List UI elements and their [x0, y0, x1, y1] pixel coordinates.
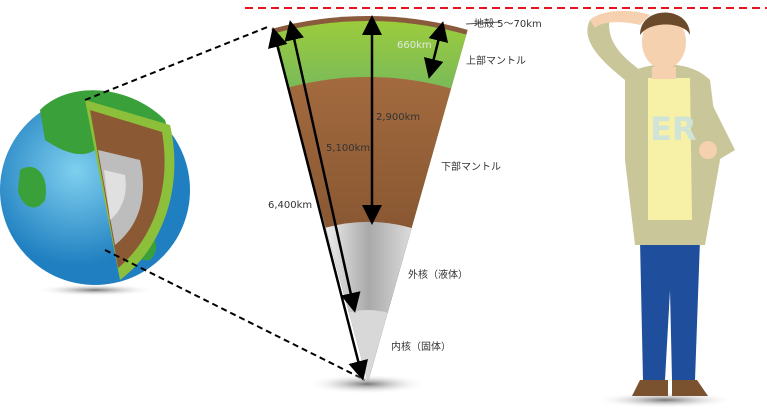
- svg-text:ER: ER: [650, 110, 697, 148]
- inner-core-label: 内核（固体）: [391, 342, 451, 353]
- crust-label: 地殻 5〜70km: [474, 19, 542, 30]
- crust-leader-line: [465, 21, 501, 25]
- outer-core-depth-label: 5,100km: [326, 143, 371, 154]
- radius-label: 6,400km: [268, 200, 313, 211]
- lower-mantle-label: 下部マントル: [441, 162, 501, 173]
- zoom-guide-bottom: [104, 249, 366, 381]
- upper-mantle-depth-arrow: [423, 21, 449, 79]
- upper-mantle-label: 上部マントル: [466, 56, 526, 67]
- person-illustration: ER: [587, 10, 735, 408]
- lower-mantle-depth-label: 2,900km: [376, 112, 421, 123]
- globe: [0, 90, 190, 296]
- upper-mantle-depth-label: 660km: [397, 40, 432, 51]
- zoom-guide-top: [84, 25, 271, 101]
- outer-core-depth-arrow: [284, 20, 361, 313]
- outer-core-label: 外核（液体）: [408, 270, 468, 281]
